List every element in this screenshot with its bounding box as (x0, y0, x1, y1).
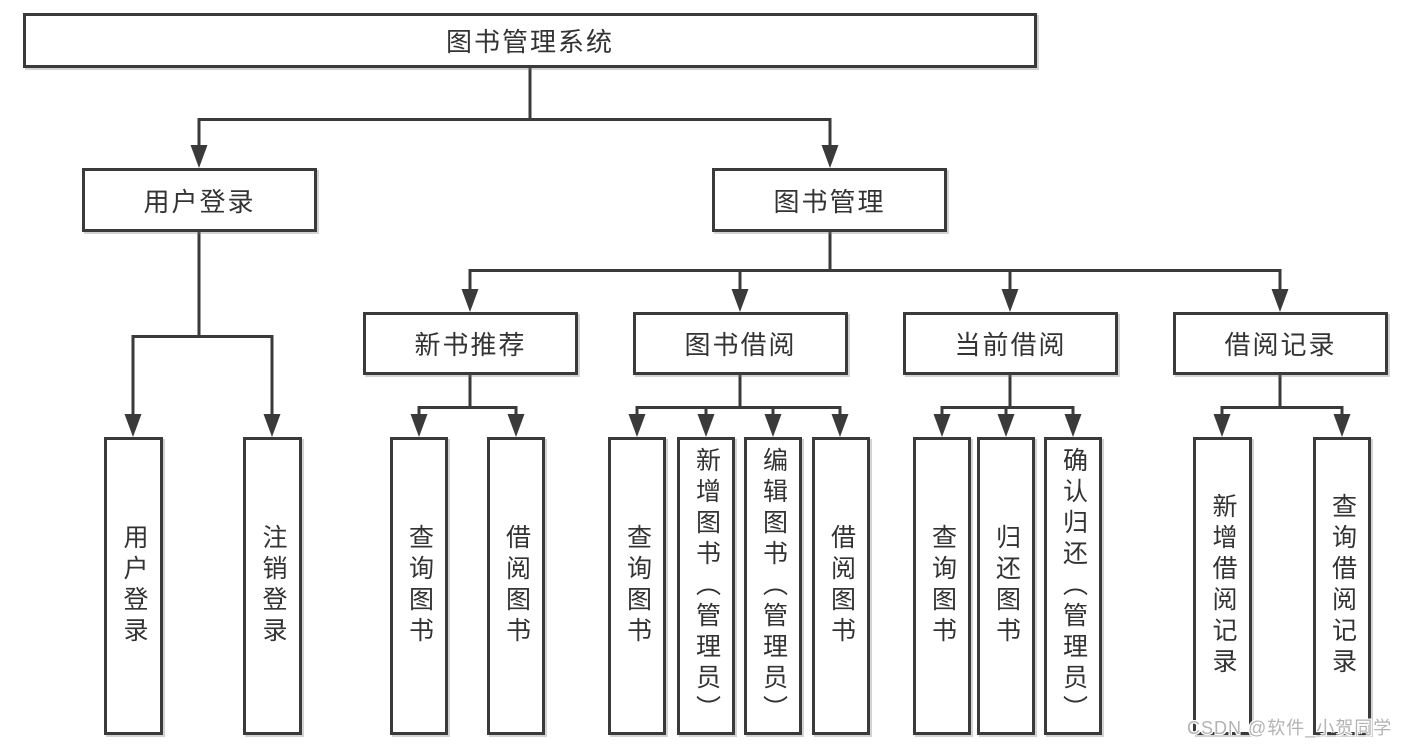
node-book-management: 图书管理 (712, 168, 947, 232)
leaf-borrow-books: 借阅图书 (812, 437, 870, 735)
leaf-logout: 注销登录 (243, 437, 302, 735)
leaf-query-books-current: 查询图书 (913, 437, 971, 735)
node-new-book-recommendation: 新书推荐 (363, 312, 578, 375)
node-book-borrowing: 图书借阅 (633, 312, 848, 375)
leaf-add-books-admin: 新增图书（管理员） (677, 437, 735, 735)
leaf-return-books: 归还图书 (977, 437, 1035, 735)
leaf-query-books-recommendation: 查询图书 (390, 437, 448, 735)
leaf-confirm-return-admin: 确认归还（管理员） (1044, 437, 1102, 735)
leaf-add-borrowing-record: 新增借阅记录 (1193, 437, 1252, 735)
arrowheads (124, 145, 1351, 437)
connector-paths (131, 68, 1344, 416)
csdn-watermark: CSDN @软件_小贺同学 (1187, 718, 1393, 738)
node-borrowing-records: 借阅记录 (1173, 312, 1388, 375)
leaf-query-books-borrowing: 查询图书 (608, 437, 666, 735)
leaf-query-borrowing-record: 查询借阅记录 (1313, 437, 1371, 735)
leaf-user-login: 用户登录 (104, 437, 163, 735)
node-current-borrowing: 当前借阅 (903, 312, 1118, 375)
node-user-login: 用户登录 (82, 168, 317, 232)
node-root: 图书管理系统 (23, 13, 1037, 68)
leaf-borrow-books-recommendation: 借阅图书 (487, 437, 545, 735)
leaf-edit-books-admin: 编辑图书（管理员） (744, 437, 802, 735)
